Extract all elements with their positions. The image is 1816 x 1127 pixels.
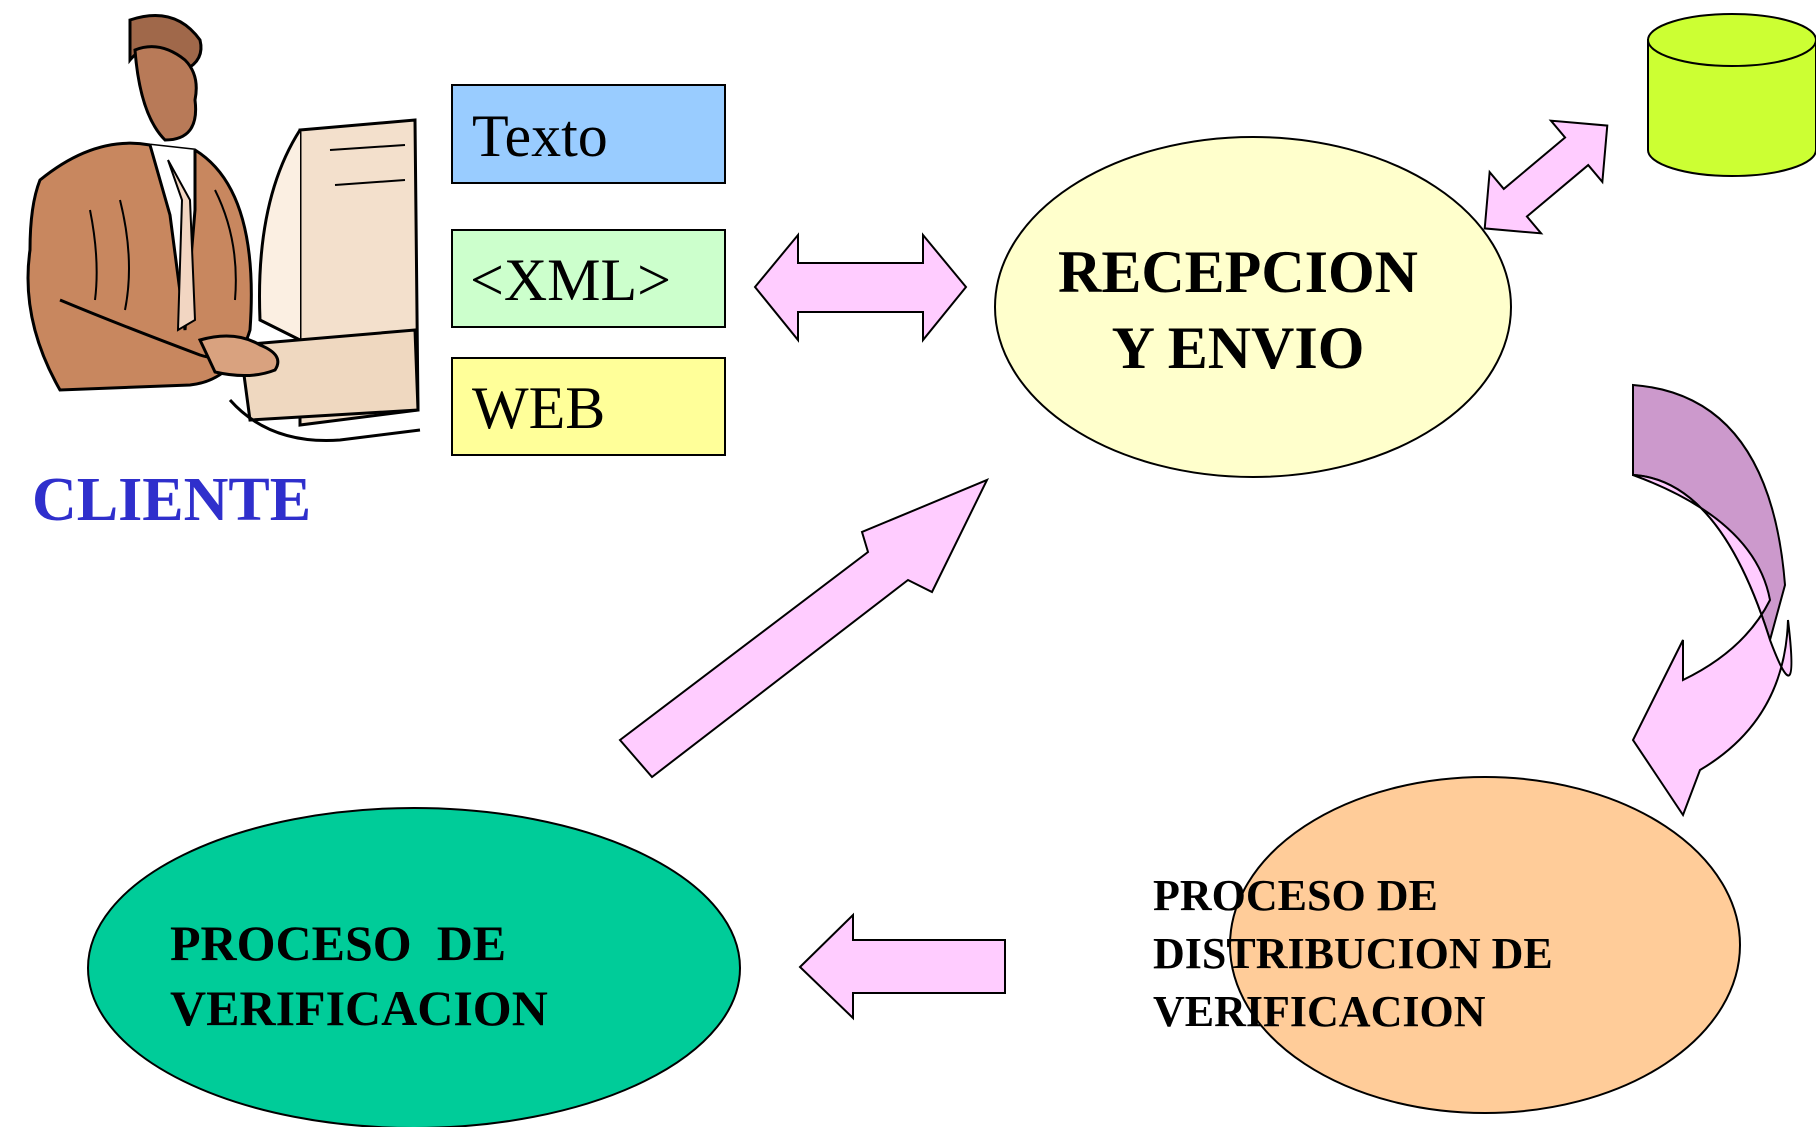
node-reception-envio: RECEPCION Y ENVIO xyxy=(994,136,1512,478)
node-verificacion: PROCESO DE VERIFICACION xyxy=(87,807,741,1127)
double-arrow-formats-reception xyxy=(753,232,968,343)
distribution-line-2: DISTRIBUCION DE xyxy=(1153,929,1553,978)
format-box-text: Texto xyxy=(451,84,726,184)
verification-line-1: PROCESO DE xyxy=(170,915,506,971)
arrow-verification-reception xyxy=(618,478,990,779)
client-label: CLIENTE xyxy=(32,466,311,534)
verification-line-2: VERIFICACION xyxy=(170,980,548,1036)
database-cylinder-icon xyxy=(1647,13,1816,177)
reception-line-2: Y ENVIO xyxy=(1112,315,1365,381)
arrow-distribution-verification xyxy=(798,912,1006,1021)
format-box-xml: <XML> xyxy=(451,229,726,328)
curved-arrow-reception-distribution xyxy=(1631,383,1793,818)
format-label-xml: <XML> xyxy=(470,247,671,313)
node-distribucion: PROCESO DE DISTRIBUCION DE VERIFICACION xyxy=(1153,776,1741,1114)
double-arrow-reception-database xyxy=(1483,119,1609,235)
distribution-line-1: PROCESO DE xyxy=(1153,871,1438,920)
distribution-line-3: VERIFICACION xyxy=(1153,987,1486,1036)
format-label-web: WEB xyxy=(472,375,605,441)
reception-line-1: RECEPCION xyxy=(1058,239,1418,305)
computer-monitor-icon xyxy=(228,118,421,442)
client-person-illustration xyxy=(26,14,421,442)
person-figure xyxy=(26,14,280,392)
format-label-text: Texto xyxy=(472,103,608,169)
format-box-web: WEB xyxy=(451,357,726,456)
